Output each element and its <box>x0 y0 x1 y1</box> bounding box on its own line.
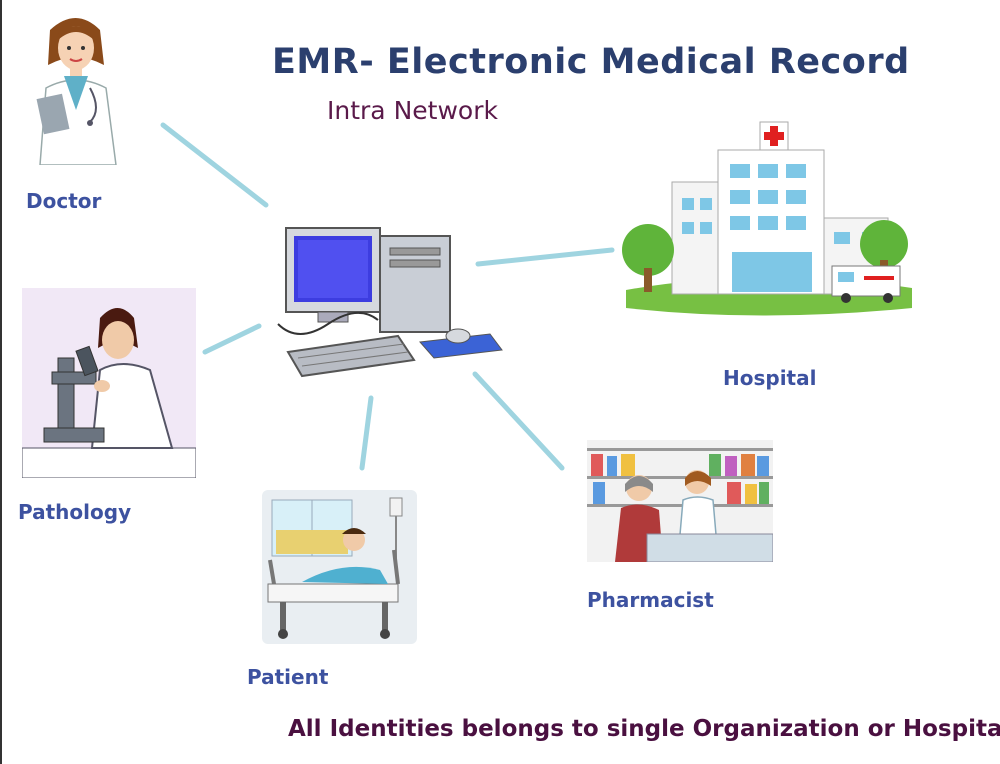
patient-bed-icon <box>262 490 417 644</box>
label-pathology: Pathology <box>18 500 132 524</box>
connector-doctor <box>160 122 269 208</box>
diagram-subtitle: Intra Network <box>327 96 498 125</box>
pharmacy-counter-icon <box>587 440 773 562</box>
label-pharmacist: Pharmacist <box>587 588 714 612</box>
pathologist-microscope-icon <box>22 288 196 478</box>
label-doctor: Doctor <box>26 189 102 213</box>
connector-pharmacist <box>472 371 565 471</box>
connector-pathology <box>202 323 262 355</box>
left-border <box>0 0 2 764</box>
desktop-computer-icon <box>277 227 503 378</box>
connector-hospital <box>475 247 615 267</box>
label-hospital: Hospital <box>723 366 817 390</box>
diagram-title: EMR- Electronic Medical Record <box>272 42 910 82</box>
label-patient: Patient <box>247 665 329 689</box>
hospital-building-icon <box>618 121 916 346</box>
doctor-icon <box>20 10 132 165</box>
connector-patient <box>359 395 374 471</box>
diagram-footer-note: All Identities belongs to single Organiz… <box>288 716 1000 742</box>
